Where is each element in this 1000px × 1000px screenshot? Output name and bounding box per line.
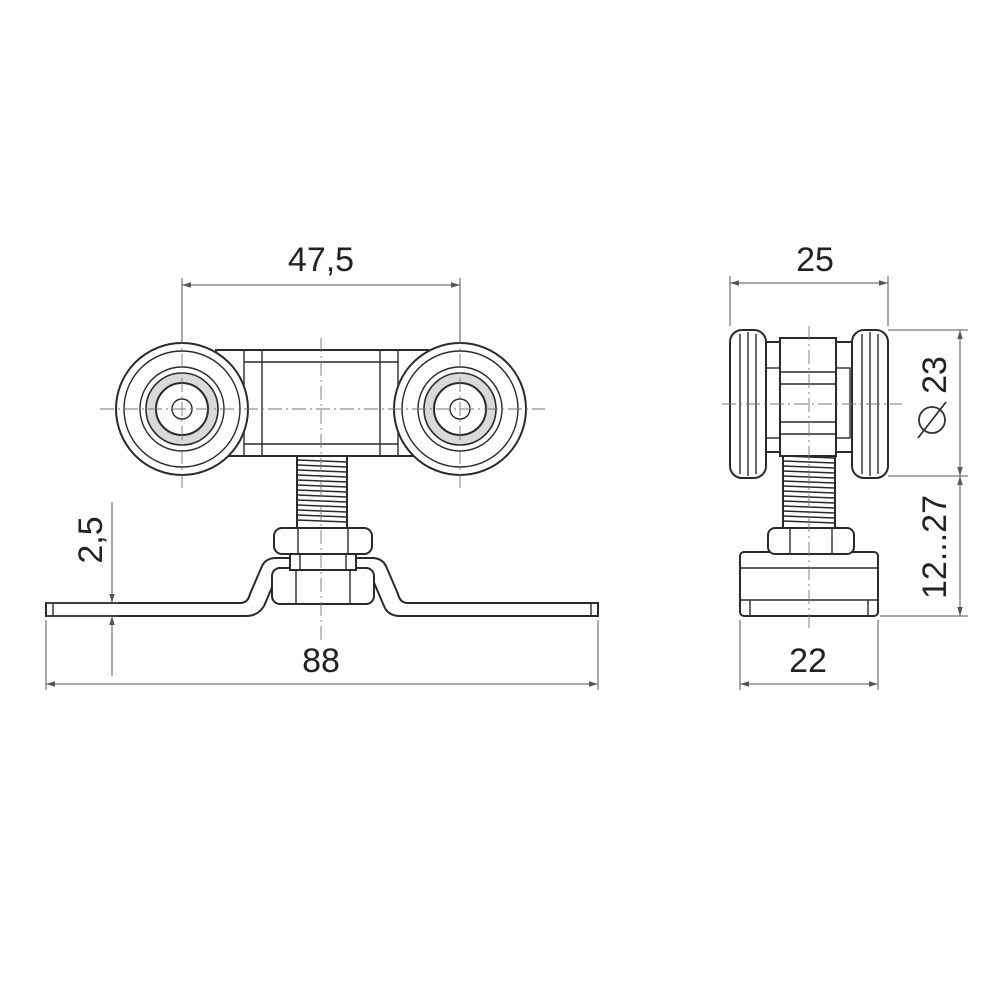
threaded-bolt [296,455,348,529]
dim-plate-length: 88 [45,620,599,690]
thread-line [296,489,348,493]
dim-plate-thickness-label: 2,5 [72,516,110,563]
thread-line [782,490,836,494]
dim-base-width-label: 22 [789,642,827,680]
thread-line [296,494,348,498]
dim-height-range-label: 12...27 [916,495,954,599]
side-nut [767,527,855,555]
dim-wheel-spacing-label: 47,5 [288,241,354,279]
upper-nut [273,527,373,555]
dim-side-width-label: 25 [796,241,834,279]
dim-wheel-spacing: 47,5 [181,241,461,343]
thread-line [296,474,348,478]
carriage-body [215,349,429,457]
thread-line [296,464,348,468]
dim-plate-thickness: 2,5 [46,502,118,676]
thread-line [296,484,348,488]
dim-wheel-diameter-label: 23 [916,356,954,394]
thread-line [782,485,836,489]
thread-line [296,514,348,518]
thread-line [296,509,348,513]
lower-nut [271,553,375,605]
thread-line [296,469,348,473]
dim-wheel-diameter: 23 [888,329,968,477]
thread-line [782,465,836,469]
thread-line [782,515,836,519]
side-view: 25 23 12...27 22 [722,241,968,690]
thread-line [296,504,348,508]
dim-plate-length-label: 88 [302,642,340,680]
dim-base-width: 22 [739,620,879,690]
thread-line [782,460,836,464]
thread-line [296,519,348,523]
thread-line [296,459,348,463]
thread-line [296,479,348,483]
dim-height-range: 12...27 [880,476,968,617]
dim-side-width: 25 [729,241,889,326]
front-view: 47,5 88 2,5 [45,241,599,690]
diameter-icon [917,401,947,439]
thread-line [296,499,348,503]
